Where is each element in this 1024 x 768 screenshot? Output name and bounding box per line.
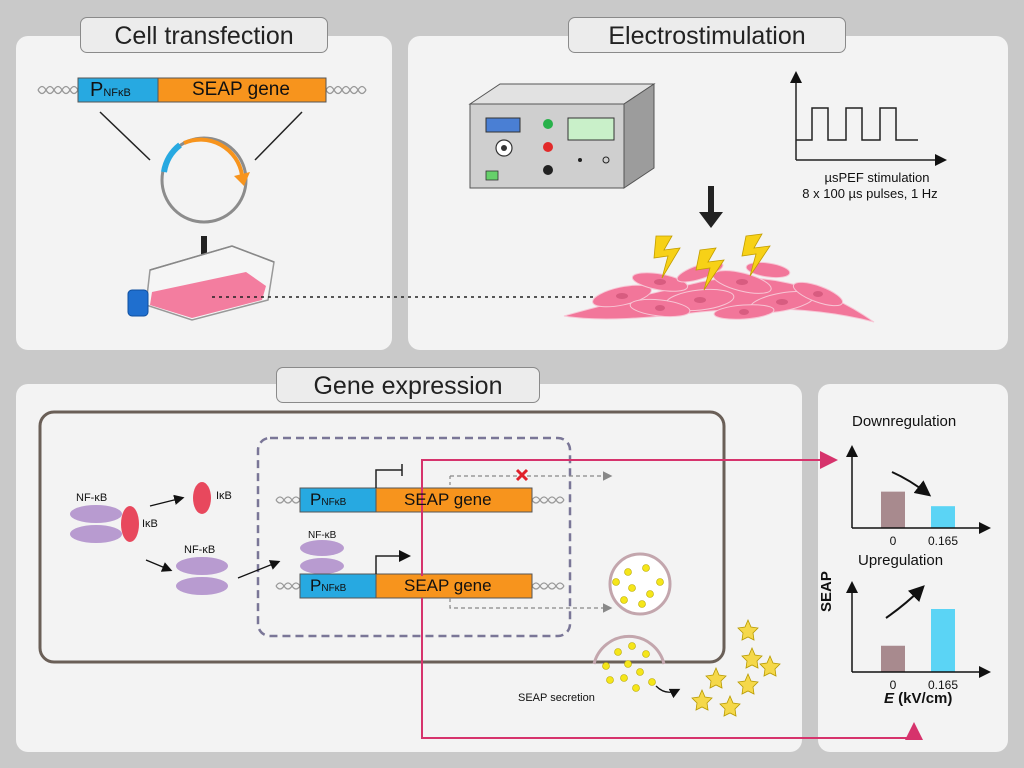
tick-up-0: 0 bbox=[889, 678, 897, 692]
tick-up-1: 0.165 bbox=[927, 678, 959, 692]
gene-label-active: SEAP gene bbox=[404, 576, 492, 595]
bar-down-0 bbox=[881, 491, 905, 528]
gene-label-repressed: SEAP gene bbox=[404, 490, 492, 509]
ikb-label-complex: IκB bbox=[142, 518, 158, 530]
plasmid-icon bbox=[160, 136, 250, 224]
title-gene-expression: Gene expression bbox=[276, 367, 540, 403]
cell-monolayer bbox=[563, 261, 875, 323]
chart-up-ylabel: SEAP bbox=[818, 571, 835, 612]
nfkb-ikb-complex bbox=[70, 505, 139, 543]
arrow-to-downregulation bbox=[421, 451, 838, 576]
down-trend-arrow bbox=[891, 471, 932, 497]
seap-secretion-label: SEAP secretion bbox=[518, 692, 595, 704]
secretory-vesicle bbox=[608, 552, 672, 616]
tick-down-0: 0 bbox=[889, 534, 897, 548]
title-cell-transfection: Cell transfection bbox=[80, 17, 328, 53]
gene-label-top: SEAP gene bbox=[192, 79, 290, 100]
stimulation-caption-1: µsPEF stimulation bbox=[824, 170, 930, 185]
promoter-box-active bbox=[299, 573, 377, 599]
dna-strand-left bbox=[37, 85, 79, 95]
promoter-label-top: PNFκB bbox=[90, 79, 131, 101]
chart-up-title: Upregulation bbox=[858, 552, 944, 569]
gene-box-repressed bbox=[375, 487, 533, 513]
no-expression-x-icon bbox=[515, 468, 529, 482]
cell-boundary bbox=[38, 410, 726, 664]
nfkb-label-bound: NF-κB bbox=[308, 530, 337, 541]
title-electrostimulation: Electrostimulation bbox=[568, 17, 846, 53]
nfkb-free bbox=[176, 557, 228, 595]
dna-strand-right bbox=[325, 85, 367, 95]
chart-downregulation bbox=[846, 445, 991, 534]
pulse-waveform bbox=[790, 71, 947, 166]
chart-down-title: Downregulation bbox=[852, 413, 957, 430]
chart-upregulation bbox=[846, 581, 991, 678]
stimulation-caption-2: 8 x 100 µs pulses, 1 Hz bbox=[802, 186, 938, 201]
gene-box-top bbox=[157, 77, 327, 103]
nfkb-label-free: NF-κB bbox=[184, 544, 216, 556]
tick-down-1: 0.165 bbox=[927, 534, 959, 548]
nfkb-bound bbox=[300, 540, 344, 574]
chart-up-xlabel: E (kV/cm) bbox=[884, 690, 953, 707]
up-trend-arrow bbox=[885, 585, 925, 619]
ikb-label-free: IκB bbox=[216, 490, 232, 502]
promoter-box-top bbox=[77, 77, 159, 103]
bar-up-1 bbox=[931, 609, 955, 672]
arrow-to-upregulation bbox=[421, 598, 923, 740]
repression-mark bbox=[375, 464, 403, 488]
transcription-start-arrow bbox=[375, 550, 411, 574]
bar-up-0 bbox=[881, 645, 905, 672]
pulse-generator-device bbox=[468, 83, 656, 189]
secreted-seap-stars bbox=[691, 618, 781, 717]
gene-box-active bbox=[375, 573, 533, 599]
ikb-free bbox=[193, 482, 211, 514]
nucleus-boundary bbox=[256, 436, 572, 638]
culture-flask bbox=[127, 245, 275, 321]
lightning-bolts bbox=[653, 233, 771, 291]
nfkb-label-complex: NF-κB bbox=[76, 492, 108, 504]
promoter-label-active: PNFκB bbox=[310, 576, 347, 595]
bar-down-1 bbox=[931, 506, 955, 528]
promoter-label-repressed: PNFκB bbox=[310, 490, 347, 509]
exocytosis-vesicle bbox=[592, 634, 666, 692]
